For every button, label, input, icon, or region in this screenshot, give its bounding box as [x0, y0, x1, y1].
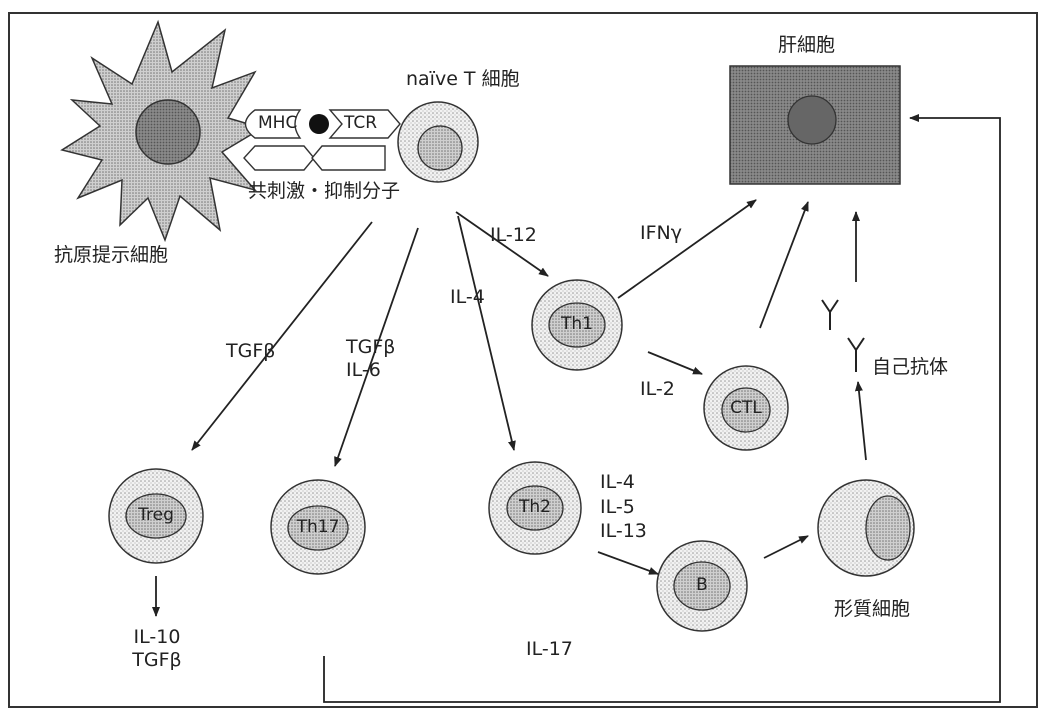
th2-il13-label: IL-13	[600, 519, 647, 544]
costim-left-shape	[244, 146, 314, 170]
th17-label: Th17	[288, 517, 348, 537]
antibody-icon	[822, 300, 864, 372]
naive-t-cell	[398, 102, 478, 182]
arrow-th1-to-hepatocyte	[618, 200, 756, 298]
hepatocyte-cell	[730, 66, 900, 184]
arrow-naive-to-treg	[192, 222, 372, 450]
th2-il4-label: IL-4	[600, 470, 635, 495]
arrow-plasma-to-antibody	[858, 382, 866, 460]
th17-cytokine-group: TGFβ IL-6	[346, 336, 395, 382]
treg-cytokine-group: IL-10 TGFβ	[122, 626, 192, 672]
th1-label: Th1	[554, 314, 600, 334]
il4-label: IL-4	[450, 286, 485, 309]
arrow-th1-to-ctl	[648, 352, 702, 374]
th17-il6-label: IL-6	[346, 359, 381, 382]
tgfb-treg-label: TGFβ	[226, 340, 275, 363]
arrow-ctl-to-hepatocyte	[760, 202, 808, 328]
apc-cell	[62, 22, 262, 240]
th2-il5-label: IL-5	[600, 495, 635, 520]
il12-label: IL-12	[490, 224, 537, 247]
treg-label: Treg	[128, 505, 184, 525]
plasma-cell	[818, 480, 914, 576]
plasma-cell-label: 形質細胞	[834, 598, 910, 621]
naive-t-cell-label: naïve T 細胞	[406, 68, 520, 91]
mhc-label: MHC	[258, 113, 297, 133]
hepatocyte-label: 肝細胞	[778, 34, 835, 57]
tcr-label: TCR	[344, 113, 377, 133]
arrow-th2-to-b	[598, 552, 658, 574]
costim-label: 共刺激・抑制分子	[248, 180, 400, 203]
ctl-label: CTL	[723, 398, 769, 418]
ifng-label: IFNγ	[640, 222, 682, 245]
apc-nucleus	[136, 100, 200, 164]
th17-tgfb-label: TGFβ	[346, 336, 395, 359]
arrow-b-to-plasma	[764, 536, 808, 558]
th2-label: Th2	[512, 497, 558, 517]
il2-label: IL-2	[640, 378, 675, 401]
il17-label: IL-17	[526, 638, 573, 661]
costim-right-shape	[312, 146, 385, 170]
autoantibody-label: 自己抗体	[872, 356, 948, 379]
arrow-naive-to-th2	[458, 216, 514, 450]
treg-il10-label: IL-10	[134, 626, 181, 649]
th2-cytokine-group: IL-4 IL-5 IL-13	[600, 470, 647, 544]
b-label: B	[679, 575, 725, 595]
antigen-peptide-icon	[309, 114, 329, 134]
treg-tgfb-label: TGFβ	[132, 649, 181, 672]
apc-label: 抗原提示細胞	[54, 244, 168, 267]
